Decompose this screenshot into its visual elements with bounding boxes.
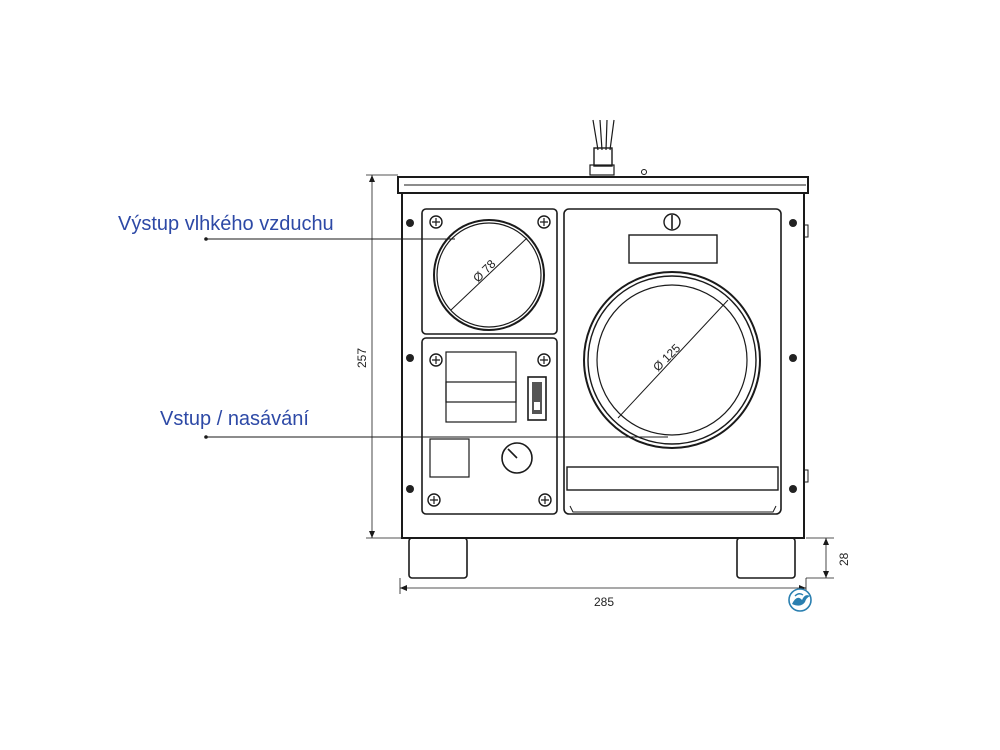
power-cable: [589, 119, 615, 176]
feet: [408, 537, 796, 579]
inlet-port: [583, 271, 761, 449]
indicator-window: [429, 438, 470, 478]
control-panel: [421, 337, 558, 515]
inlet-label: Vstup / nasávání: [160, 408, 309, 430]
power-switch: [527, 376, 547, 421]
housing: [397, 169, 809, 539]
inlet-grille: [566, 466, 779, 491]
inlet-annotation: Vstup / nasávání: [160, 408, 668, 439]
outlet-panel: Ø 78: [421, 208, 558, 335]
width-value: 285: [594, 595, 614, 609]
height-dimension: 257: [355, 174, 402, 539]
outlet-annotation: Výstup vlhkého vzduchu: [118, 213, 455, 241]
housing-screws: [406, 219, 797, 493]
label-plate: [628, 234, 718, 264]
height-value: 257: [355, 348, 369, 368]
hygrostat-knob: [501, 442, 533, 474]
inlet-panel: Ø 125: [563, 208, 782, 515]
hour-counter-display: [445, 351, 517, 423]
control-panel-screws: [427, 353, 552, 507]
bird-logo-icon: [788, 588, 812, 612]
inlet-panel-screw: [663, 213, 681, 231]
outlet-label: Výstup vlhkého vzduchu: [118, 213, 334, 235]
width-dimension: 285: [399, 578, 807, 609]
foot-height-value: 28: [837, 552, 851, 566]
outlet-diameter-label: Ø 78: [470, 257, 499, 286]
outlet-port: [433, 219, 545, 331]
foot-height-dimension: 28: [806, 537, 851, 579]
outlet-panel-screws: [429, 215, 551, 229]
inlet-diameter-label: Ø 125: [650, 341, 683, 374]
